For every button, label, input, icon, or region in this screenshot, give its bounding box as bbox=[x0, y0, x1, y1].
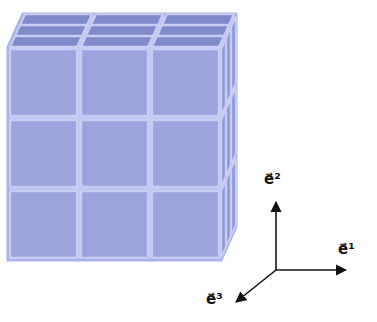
axis-label: e⃗¹ bbox=[338, 240, 355, 260]
cube-right-face bbox=[221, 109, 226, 186]
axis-label: e⃗² bbox=[264, 170, 281, 190]
axis-arrow bbox=[275, 202, 277, 270]
cube-right-face bbox=[231, 158, 236, 235]
cube-front-face bbox=[10, 191, 77, 258]
cube-illustration bbox=[8, 14, 236, 260]
axis-arrow bbox=[236, 270, 276, 302]
cube-front-face bbox=[81, 120, 148, 187]
cube-top-face bbox=[86, 25, 157, 35]
cube-right-face bbox=[226, 169, 231, 246]
axis-label: e⃗³ bbox=[206, 290, 223, 310]
cube-right-face bbox=[221, 38, 226, 115]
cube-top-face bbox=[91, 14, 162, 24]
cube-top-face bbox=[10, 36, 81, 46]
cube-top-face bbox=[157, 25, 228, 35]
cube-top-face bbox=[81, 36, 152, 46]
cube-right-face bbox=[226, 98, 231, 175]
cube-top-face bbox=[152, 36, 223, 46]
cube-front-face bbox=[152, 191, 219, 258]
cube-top-face bbox=[162, 14, 233, 24]
cube-top-face bbox=[20, 14, 91, 24]
cube-front-face bbox=[152, 49, 219, 116]
cube-right-face bbox=[221, 180, 226, 257]
axis-arrow bbox=[276, 269, 346, 271]
cube-right-face bbox=[231, 87, 236, 164]
cube-front-face bbox=[81, 49, 148, 116]
axes bbox=[236, 202, 346, 302]
cube-right-face bbox=[231, 16, 236, 93]
cube-front-face bbox=[10, 49, 77, 116]
cube-front-face bbox=[152, 120, 219, 187]
cube-shell bbox=[8, 14, 236, 260]
cube-front-face bbox=[81, 191, 148, 258]
cube-top-face bbox=[15, 25, 86, 35]
cube-front-face bbox=[10, 120, 77, 187]
cube-right-face bbox=[226, 27, 231, 104]
